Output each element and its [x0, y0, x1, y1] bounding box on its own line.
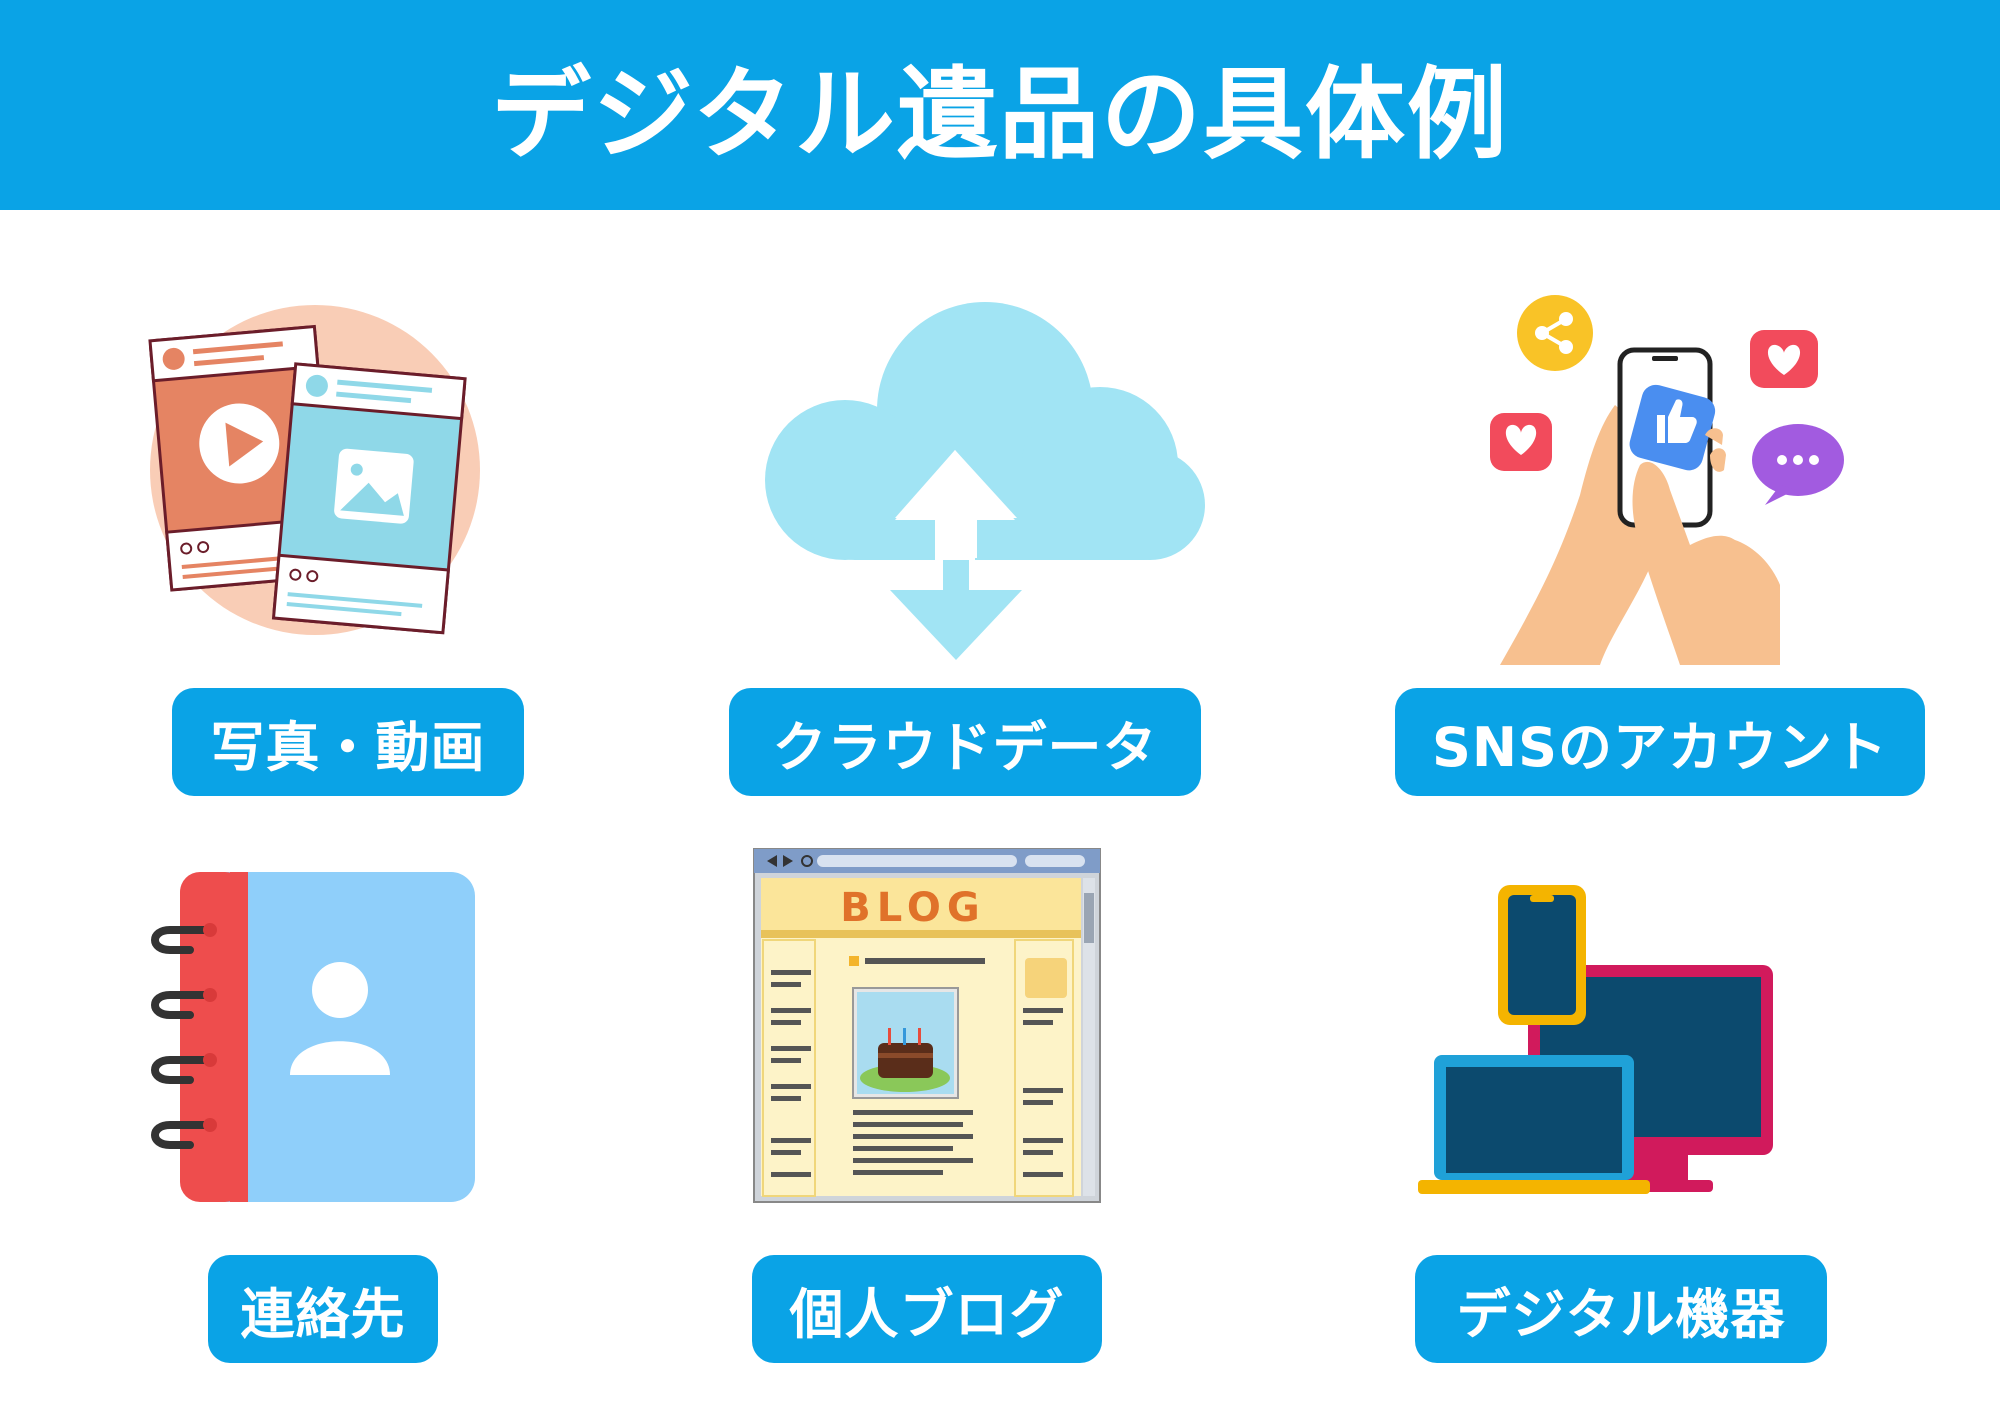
item-label-cloud-data: クラウドデータ [729, 688, 1201, 796]
photo-video-icon [148, 305, 480, 635]
item-label-photo-video: 写真・動画 [172, 688, 524, 796]
sns-smartphone-icon [1490, 295, 1844, 665]
page-title: デジタル遺品の具体例 [491, 55, 1509, 173]
item-label-contacts: 連絡先 [208, 1255, 438, 1363]
blog-logo-text: BLOG [840, 885, 985, 931]
address-book-icon [151, 872, 475, 1202]
header-banner: デジタル遺品の具体例 [0, 0, 2000, 210]
item-label-sns-account: SNSのアカウント [1395, 688, 1925, 796]
digital-devices-icon [1418, 885, 1773, 1194]
item-label-digital-devices: デジタル機器 [1415, 1255, 1827, 1363]
blog-browser-icon: BLOG [753, 848, 1101, 1203]
item-label-personal-blog: 個人ブログ [752, 1255, 1102, 1363]
cloud-upload-icon [765, 302, 1205, 660]
